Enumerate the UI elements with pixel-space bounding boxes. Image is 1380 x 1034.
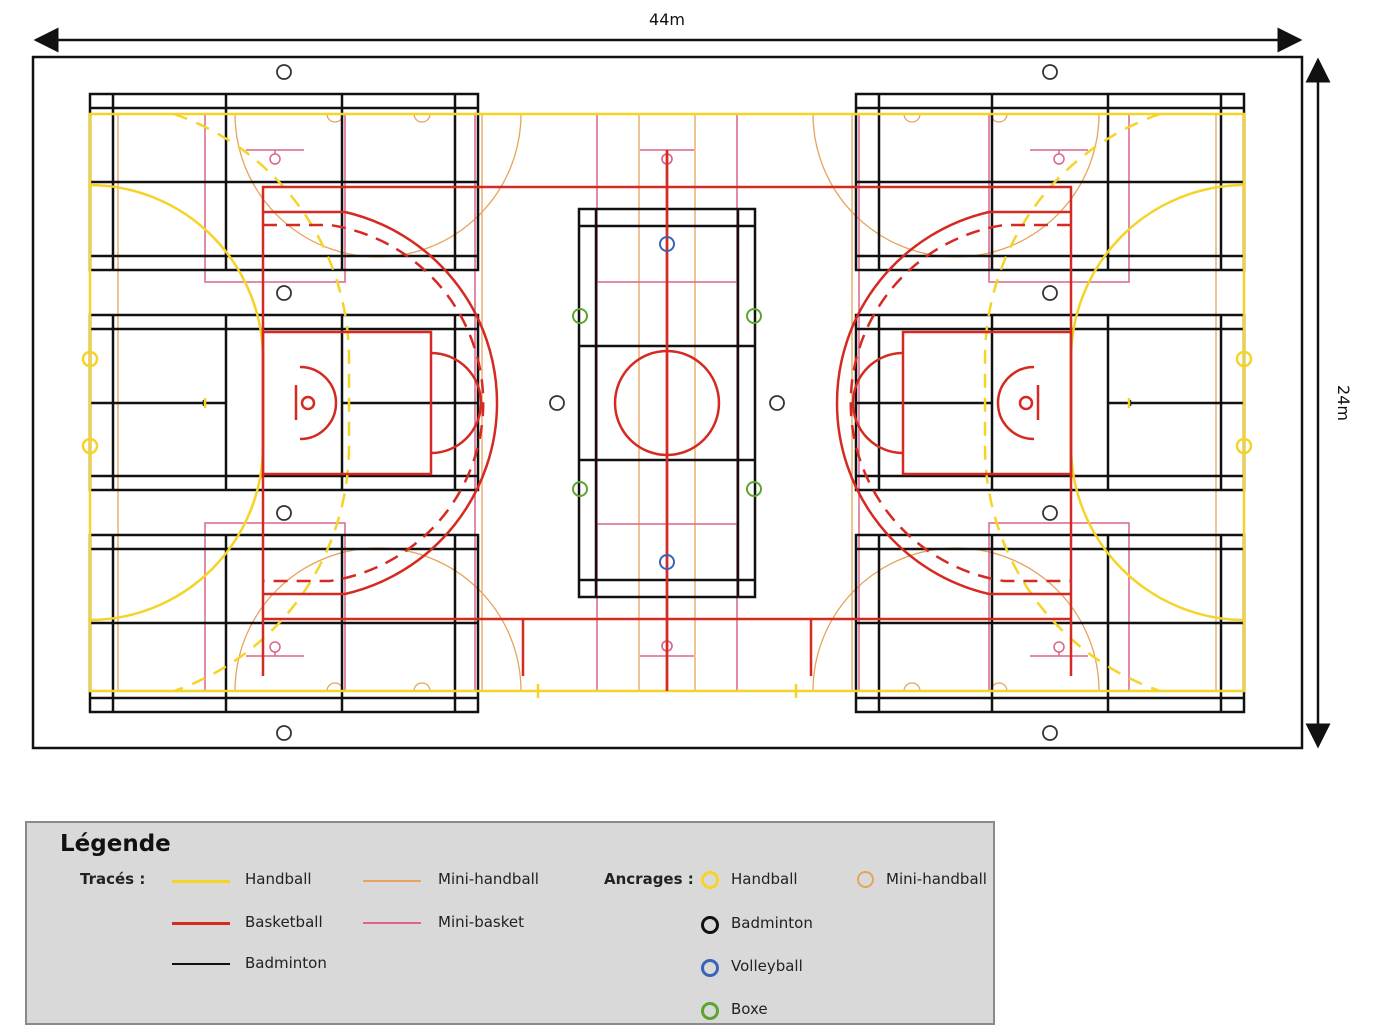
handball-anchor-icon — [701, 871, 719, 889]
legend-trace-mini-handball: Mini-handball — [438, 870, 539, 888]
boxe-anchors — [572, 308, 588, 497]
legend-anchor-badminton: Badminton — [731, 914, 813, 932]
court-half-left — [81, 64, 673, 741]
anchors-label: Ancrages : — [604, 870, 694, 888]
legend-anchor-mini-handball: Mini-handball — [886, 870, 987, 888]
boxe-anchor-icon — [701, 1002, 719, 1020]
badminton-line-swatch — [172, 963, 230, 965]
badminton-lines — [88, 92, 667, 714]
hall-outline — [31, 55, 1304, 750]
legend-trace-mini-basket: Mini-basket — [438, 913, 524, 931]
traces-label: Tracés : — [80, 870, 146, 888]
legend-trace-handball: Handball — [245, 870, 312, 888]
legend-title: Légende — [60, 831, 171, 857]
badminton-anchors — [276, 64, 565, 741]
court-plan: 44m 24m — [31, 10, 1353, 750]
legend-anchor-handball: Handball — [731, 870, 798, 888]
mini-handball-anchor-icon — [857, 871, 874, 888]
legend-anchor-boxe: Boxe — [731, 1000, 768, 1018]
legend-trace-badminton: Badminton — [245, 954, 327, 972]
legend-trace-basketball: Basketball — [245, 913, 323, 931]
badminton-anchor-icon — [701, 916, 719, 934]
handball-line-swatch — [172, 880, 230, 883]
legend: Légende Tracés : Handball Basketball Bad… — [25, 821, 995, 1025]
mini-handball-line-swatch — [363, 880, 421, 882]
basketball-lines — [261, 150, 669, 691]
width-dimension-label: 44m — [649, 10, 685, 29]
legend-anchor-volleyball: Volleyball — [731, 957, 803, 975]
basketball-line-swatch — [172, 922, 230, 925]
court-half-right — [660, 63, 1253, 742]
height-dimension-label: 24m — [1334, 385, 1353, 421]
volleyball-anchors — [659, 236, 675, 570]
volleyball-anchor-icon — [701, 959, 719, 977]
mini-basket-line-swatch — [363, 922, 421, 924]
